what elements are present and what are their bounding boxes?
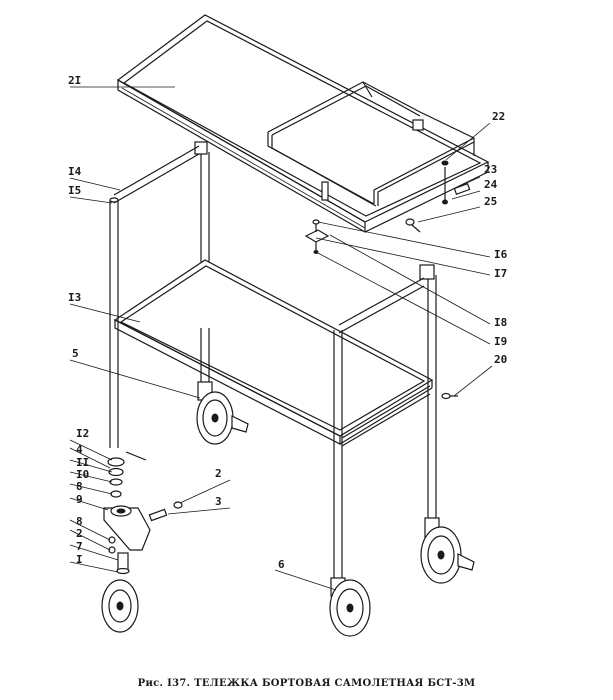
tray-fasteners <box>405 160 471 233</box>
callout-7: 7 <box>76 540 83 553</box>
caster-rear-left <box>196 381 249 445</box>
callout-22: 22 <box>492 110 505 123</box>
callout-19: I9 <box>494 335 507 348</box>
callout-23: 23 <box>484 163 497 176</box>
callout-20: 20 <box>494 353 507 366</box>
callout-10: I0 <box>76 468 89 481</box>
callout-17: I7 <box>494 267 507 280</box>
callout-2b: 2 <box>76 527 83 540</box>
callout-4: 4 <box>76 443 83 456</box>
top-tray <box>116 14 490 234</box>
figure-caption: Рис. I37. ТЕЛЕЖКА БОРТОВАЯ САМОЛЕТНАЯ БС… <box>137 678 476 689</box>
callout-2a: 2 <box>215 467 222 480</box>
callout-12: I2 <box>76 427 89 440</box>
callout-15: I5 <box>68 184 81 197</box>
callout-3: 3 <box>215 495 222 508</box>
exploded-caster <box>101 451 183 633</box>
callout-24: 24 <box>484 178 498 191</box>
callout-18: I8 <box>494 316 507 329</box>
callout-11: II <box>76 456 89 469</box>
callout-6: 6 <box>278 558 285 571</box>
callout-1: I <box>76 553 83 566</box>
caster-rear-right <box>420 517 475 584</box>
callout-8a: 8 <box>76 480 83 493</box>
callout-13: I3 <box>68 291 81 304</box>
callout-14: I4 <box>68 165 82 178</box>
lower-shelf <box>113 259 434 445</box>
callout-labels: 2I 22 23 24 25 I4 I5 I6 I7 I3 I8 I9 5 20… <box>68 74 508 571</box>
callout-25: 25 <box>484 195 497 208</box>
callout-21: 2I <box>68 74 81 87</box>
bracket-parts <box>304 219 458 400</box>
tray-guard-rail <box>267 81 475 207</box>
leader-lines <box>69 86 493 591</box>
frame-uprights <box>109 141 437 580</box>
callout-8b: 8 <box>76 515 83 528</box>
callout-16: I6 <box>494 248 508 261</box>
caster-front-right <box>329 577 371 637</box>
callout-9: 9 <box>76 493 83 506</box>
callout-5: 5 <box>72 347 79 360</box>
